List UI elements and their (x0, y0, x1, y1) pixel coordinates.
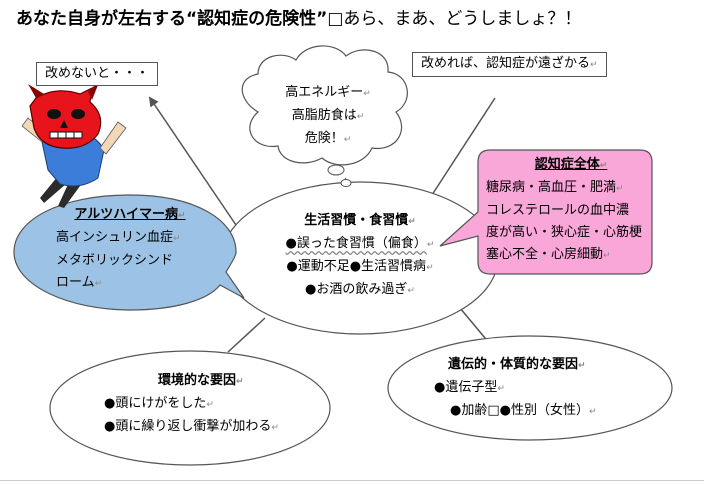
arrow-to-left-box (148, 96, 239, 229)
line-to-env (227, 317, 266, 353)
title-rest: あら、まあ、どうしましょ？！ (343, 9, 582, 29)
env-line: ●頭にけがをした↵ (104, 396, 214, 411)
right-bubble-shape (439, 149, 653, 275)
right-bubble-line: 度が高い・狭心症・心筋梗 (486, 225, 643, 240)
box-unchanged-text: 改めないと・・・ (45, 66, 150, 81)
box-unchanged: 改めないと・・・ (36, 62, 159, 86)
left-bubble-line: ローム↵ (56, 275, 103, 290)
thought-cloud (241, 45, 408, 166)
env-oval (49, 350, 331, 466)
gen-line: ●加齢□●性別（女性）↵ (450, 403, 597, 418)
env-text: 環境的な要因↵ ●頭にけがをした↵ ●頭に繰り返し衝撃が加わる↵ (104, 370, 334, 439)
cloud-bubble-1 (327, 164, 345, 176)
left-bubble-line: 高インシュリン血症↵ (56, 230, 181, 245)
left-bubble-line: メタボリックシンド (56, 253, 174, 268)
env-line: ●頭に繰り返し衝撃が加わる↵ (104, 419, 279, 434)
devil-figure (21, 80, 127, 208)
title-main: あなた自身が左右する“認知症の危険性” (16, 9, 328, 29)
cloud-line: 危険！↵ (304, 131, 352, 146)
cloud-line: 高脂肪食は↵ (291, 108, 365, 123)
left-bubble-heading: アルツハイマー病↵ (74, 207, 186, 222)
right-bubble-text: 認知症全体↵ 糖尿病・高血圧・肥満↵ コレステロールの血中濃 度が高い・狭心症・… (486, 154, 656, 267)
right-bubble-line: コレステロールの血中濃 (486, 203, 630, 218)
gen-line: ●遺伝子型↵ (434, 380, 505, 395)
arrow-to-right-box (429, 97, 496, 199)
gen-heading: 遺伝的・体質的な要因↵ (448, 357, 586, 372)
cloud-line: 高エネルギー↵ (285, 85, 371, 100)
right-bubble-heading: 認知症全体↵ (534, 157, 608, 172)
gen-oval (387, 335, 673, 441)
env-heading: 環境的な要因↵ (158, 373, 244, 388)
box-changed-text: 改めれば、認知症が遠ざかる (421, 56, 591, 71)
left-bubble-text: アルツハイマー病↵ 高インシュリン血症↵ メタボリックシンド ローム↵ (40, 204, 220, 295)
title-box-glyph: □ (327, 9, 344, 29)
center-line: ●お酒の飲み過ぎ↵ (305, 282, 415, 297)
center-text: 生活習慣・食習慣↵ ●誤った食習慣（偏食）↵ ●運動不足●生活習慣病↵ ●お酒の… (252, 210, 468, 302)
cloud-text: 高エネルギー↵ 高脂肪食は↵ 危険！↵ (268, 82, 388, 151)
left-bubble-shape (13, 194, 245, 311)
right-bubble-line: 塞心不全・心房細動↵ (486, 247, 611, 262)
return-mark: ↵ (590, 60, 598, 70)
center-line: ●運動不足●生活習慣病↵ (286, 259, 434, 274)
cloud-bubble-2 (340, 179, 352, 187)
center-heading: 生活習慣・食習慣↵ (304, 213, 416, 228)
center-line: ●誤った食習慣（偏食）↵ (285, 236, 435, 251)
gen-text: 遺伝的・体質的な要因↵ ●遺伝子型↵ ●加齢□●性別（女性）↵ (434, 354, 654, 423)
page-title: あなた自身が左右する“認知症の危険性”□あら、まあ、どうしましょ？！ (16, 6, 696, 32)
right-bubble-line: 糖尿病・高血圧・肥満↵ (486, 180, 624, 195)
bottom-divider (0, 480, 704, 481)
box-changed: 改めれば、認知症が遠ざかる↵ (412, 52, 607, 77)
